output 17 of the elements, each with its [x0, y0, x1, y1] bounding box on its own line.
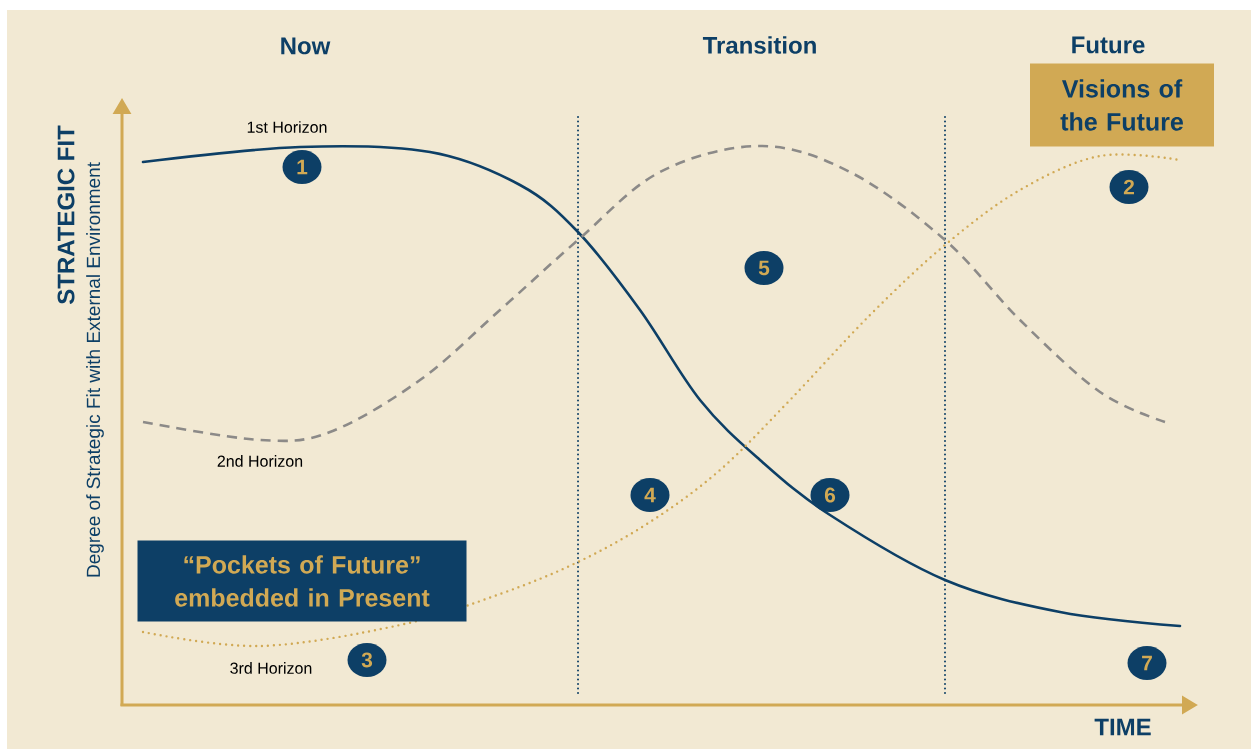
callout-number: 4 [630, 478, 670, 512]
curve-label: 2nd Horizon [217, 455, 303, 467]
callout-number: 5 [744, 251, 784, 285]
callout-box: “Pockets of Future” embedded in Present [137, 540, 467, 622]
callout-number: 3 [347, 643, 387, 677]
callout-number: 2 [1109, 170, 1149, 204]
column-heading: Now [281, 37, 331, 55]
axis-title: TIME [1094, 718, 1151, 736]
callout-number: 1 [282, 150, 322, 184]
callout-number: 7 [1127, 646, 1167, 680]
callout-box: Visions of the Future [1030, 63, 1214, 147]
curve-label: 3rd Horizon [230, 662, 312, 674]
callout-number: 6 [810, 478, 850, 512]
curve-label: 1st Horizon [247, 121, 327, 133]
axis-title: STRATEGIC FIT [57, 125, 75, 305]
axis-subtitle: Degree of Strategic Fit with External Environment [86, 162, 104, 577]
column-heading: Transition [702, 36, 816, 54]
